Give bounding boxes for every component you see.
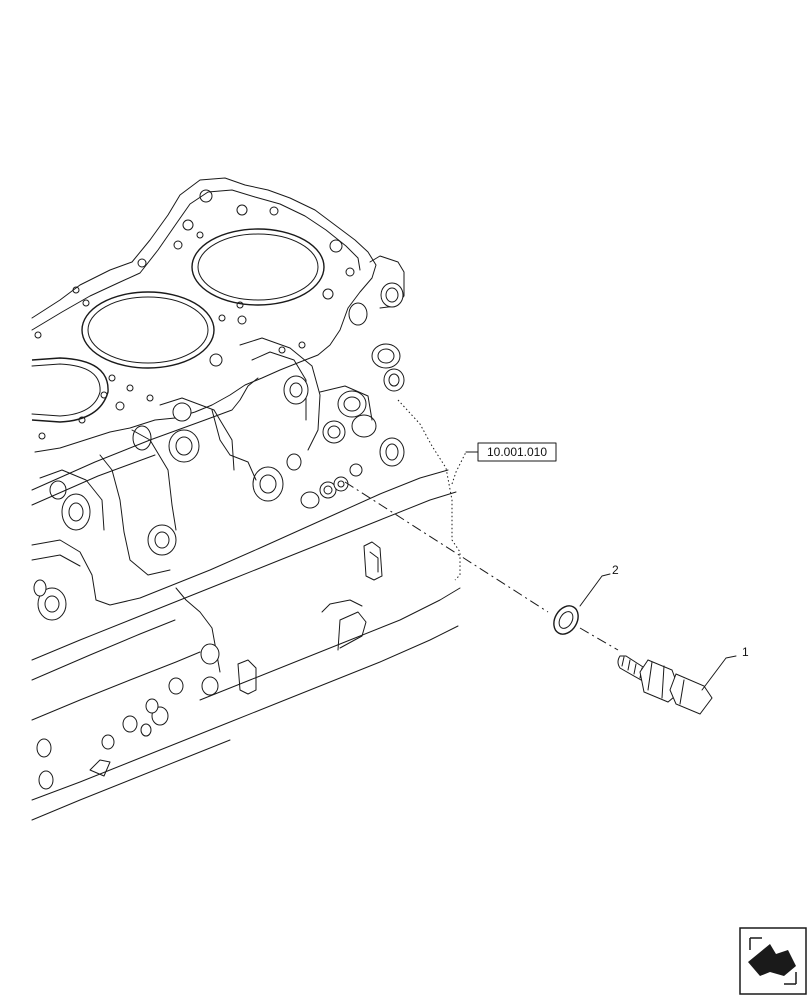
assembly-centerline-2	[579, 627, 619, 651]
callout-2: 2	[579, 563, 619, 607]
cylinder-bore-3-inner	[31, 363, 101, 417]
side-bosses	[319, 255, 405, 467]
reference-callout[interactable]: 10.001.010	[465, 442, 557, 462]
navigation-arrow-icon[interactable]	[739, 927, 807, 995]
phantom-leader	[451, 451, 467, 485]
block-side-webs	[33, 337, 321, 621]
callout-2-label: 2	[612, 563, 619, 577]
sensor-port	[300, 463, 363, 509]
deck-inner-outline	[31, 189, 361, 331]
assembly-centerline	[344, 481, 549, 613]
callout-1-label: 1	[742, 645, 749, 659]
block-side-contours	[31, 377, 461, 821]
cylinder-bore-2	[81, 291, 215, 369]
arrow-icon	[748, 944, 796, 976]
cylinder-bore-2-inner	[87, 296, 209, 364]
engine-block	[31, 177, 467, 821]
washer-part[interactable]	[549, 602, 583, 639]
cylinder-bore-1	[191, 228, 325, 306]
phantom-outline	[397, 399, 461, 581]
cylinder-bore-3	[31, 357, 109, 423]
sensor-part[interactable]	[617, 655, 713, 715]
lower-bosses	[36, 643, 257, 790]
cylinder-bore-1-inner	[197, 233, 319, 301]
deck-holes	[34, 189, 355, 440]
callout-1: 1	[701, 645, 749, 691]
reference-number: 10.001.010	[487, 445, 547, 459]
